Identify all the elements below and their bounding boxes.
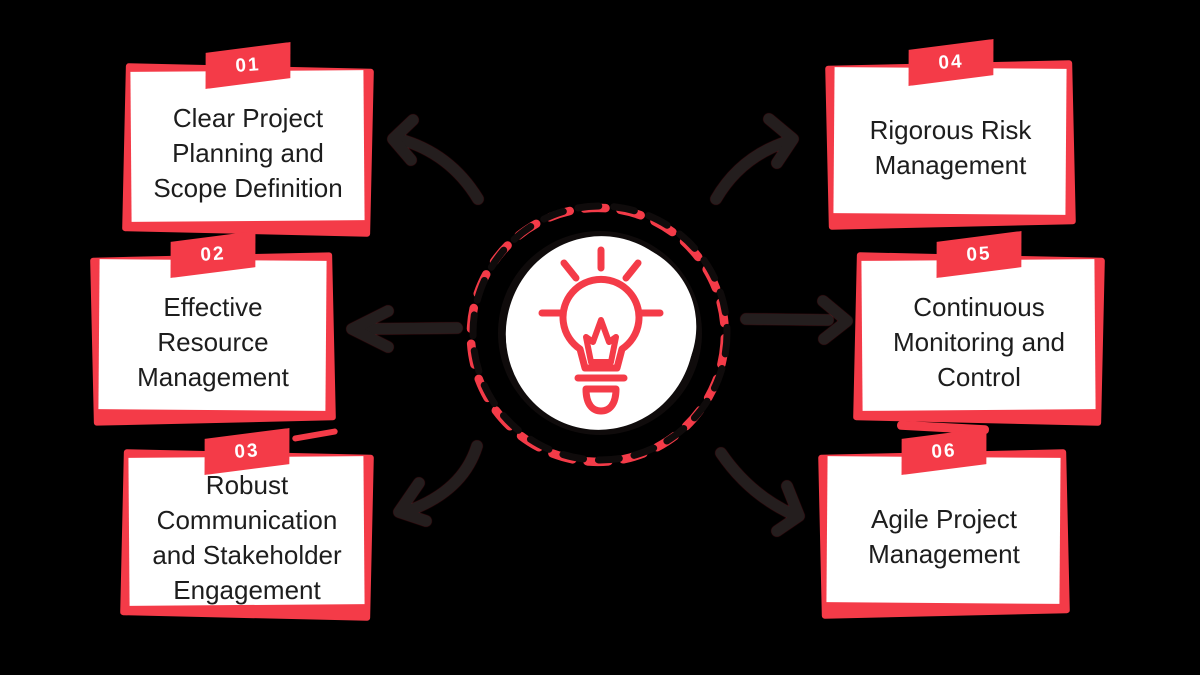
card-number: 01 bbox=[234, 53, 262, 77]
center-emblem bbox=[454, 188, 746, 480]
card-title-line: Planning and bbox=[172, 137, 324, 168]
card-title-line: Continuous bbox=[913, 291, 1045, 322]
card-04: 04 Rigorous Risk Management bbox=[825, 63, 1076, 230]
card-number: 02 bbox=[199, 242, 227, 266]
arrow-to-card-04 bbox=[710, 113, 799, 205]
card-title-line: Management bbox=[874, 150, 1027, 180]
arrow-to-card-05 bbox=[740, 295, 853, 345]
card-06: 06 Agile Project Management bbox=[818, 452, 1070, 619]
card-title-line: Agile Project bbox=[871, 504, 1017, 534]
card-title-line: Robust bbox=[205, 470, 289, 500]
card-title-line: Effective bbox=[163, 291, 263, 322]
card-title-line: and Stakeholder bbox=[152, 540, 342, 570]
card-title: Clear Project Planning and Scope Definit… bbox=[136, 82, 360, 224]
card-title-line: Control bbox=[937, 361, 1021, 392]
card-03: 03 Robust Communication and Stakeholder … bbox=[120, 452, 374, 621]
card-title-line: Monitoring and bbox=[893, 326, 1065, 357]
card-title-line: Clear Project bbox=[172, 102, 324, 133]
card-title: Effective Resource Management bbox=[104, 271, 322, 413]
card-title: Rigorous Risk Management bbox=[839, 79, 1062, 217]
card-number: 05 bbox=[965, 242, 993, 266]
card-02: 02 Effective Resource Management bbox=[90, 255, 336, 426]
card-number: 06 bbox=[930, 439, 958, 463]
dashed-ring bbox=[469, 202, 731, 464]
arrow-to-card-02 bbox=[346, 305, 463, 353]
card-title-line: Engagement bbox=[173, 575, 321, 605]
card-01: 01 Clear Project Planning and Scope Defi… bbox=[122, 66, 374, 237]
hand-drawn-stroke bbox=[291, 428, 339, 442]
card-title-line: Scope Definition bbox=[153, 172, 343, 203]
card-title: Continuous Monitoring and Control bbox=[867, 271, 1091, 413]
lightbulb-icon bbox=[538, 246, 664, 415]
card-title-line: Management bbox=[868, 539, 1020, 569]
card-number: 03 bbox=[233, 439, 261, 463]
card-title: Robust Communication and Stakeholder Eng… bbox=[134, 464, 360, 612]
card-05: 05 Continuous Monitoring and Control bbox=[853, 255, 1105, 435]
card-title-line: Management bbox=[137, 361, 289, 392]
card-title: Agile Project Management bbox=[832, 468, 1056, 606]
card-number: 04 bbox=[937, 50, 964, 74]
card-title-line: Rigorous Risk bbox=[869, 115, 1032, 145]
card-title-line: Communication bbox=[156, 505, 338, 535]
card-title-line: Resource bbox=[157, 326, 269, 357]
